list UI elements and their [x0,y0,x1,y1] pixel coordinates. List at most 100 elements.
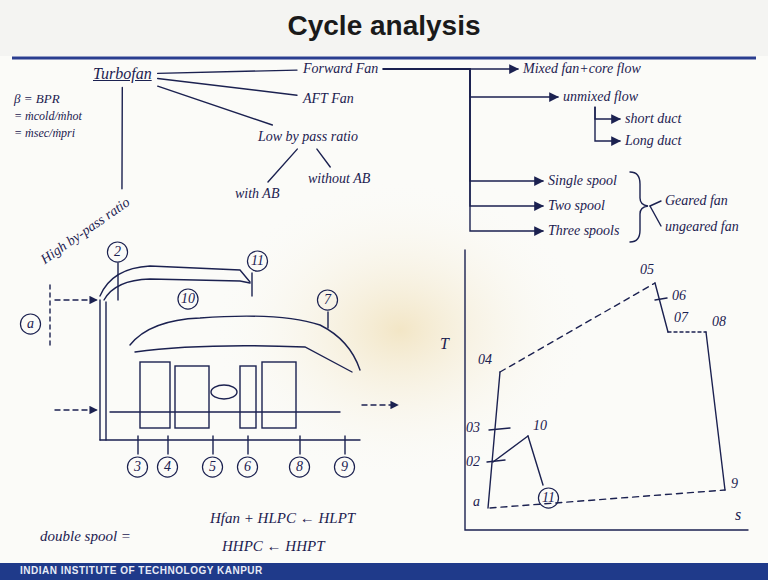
note-text: β = BPR [14,92,60,107]
hp-compressor [175,366,209,428]
combustor [211,385,237,399]
note-text: 10 [533,418,547,434]
tree-item: Two spool [545,197,608,215]
note-text: T [440,335,449,353]
station-line [167,436,168,454]
station-circle [127,457,147,477]
tree-text: Low by pass ratio [258,129,358,144]
station-line [137,436,138,454]
station-circle [157,457,177,477]
sketch-part [20,242,558,508]
station-number: 10 [181,291,195,307]
tree-item: Three spools [545,222,622,240]
connector [121,87,123,188]
tree-text: Three spools [548,223,619,238]
tree-item: without AB [305,170,373,188]
engine-base [100,439,360,440]
connector [317,149,330,167]
station-number: 6 [244,459,251,475]
station-number: a [27,316,34,332]
note-text: 04 [478,352,492,368]
note-text: Hfan + HLPC ← HLPT [210,510,355,527]
compression-line [488,372,500,508]
flow-arrow [362,404,398,405]
station-line [49,285,50,345]
tree-item: with AB [232,185,282,203]
station-circle [247,251,267,271]
station-circle [538,488,558,508]
header-rule [12,57,756,60]
station-circle [107,242,127,262]
station-number: 8 [296,459,303,475]
combustion-line [500,283,655,372]
note-text: 03 [466,420,480,436]
tree-text: Single spool [548,173,617,188]
station-circle [20,314,40,334]
footer-text: INDIAN INSTITUTE OF TECHNOLOGY KANPUR [20,565,263,577]
flow-arrow [55,299,97,300]
tree-text: Mixed fan+core flow [523,61,641,76]
tree-item: Single spool [545,172,620,190]
note-text: = ṁcold/ṁhot [14,110,82,124]
tree-text: Two spool [548,198,605,213]
tree-text: Forward Fan [303,61,378,76]
note-text: HHPC ← HHPT [222,538,325,555]
station-number: 4 [164,459,171,475]
tree-item: Turbofan [90,64,155,84]
tree-item: AFT Fan [300,90,357,108]
fan-blade [105,302,106,440]
station-line [251,273,252,296]
brace-line [650,206,661,226]
station-line [327,312,328,328]
note-text: s [735,506,741,524]
note-text: 08 [712,314,726,330]
tree-item: unmixed flow [560,88,641,106]
station-line [212,436,213,454]
heat-rejection-line [490,490,725,508]
mixing-line [668,331,706,332]
note-text: 07 [674,310,688,326]
station-circle [237,457,257,477]
note-text: = ṁsec/ṁpri [14,127,75,141]
note-text: a [473,494,480,510]
fan-line [493,436,528,462]
station-line [247,436,248,454]
note-text: 02 [466,454,480,470]
tree-item: ungeared fan [662,218,742,236]
connector [268,149,297,182]
tree-item: Forward Fan [300,60,381,78]
station-circle [317,290,337,310]
station-circle [334,457,354,477]
station-line [344,436,345,454]
tree-text: ungeared fan [665,219,739,234]
tree-item: Low by pass ratio [255,128,361,146]
tree-text: without AB [308,171,370,186]
sketch-part [50,172,748,530]
expansion-line [655,283,668,332]
brace-line [650,201,661,206]
tree-item: Geared fan [662,192,731,210]
station-number: 9 [341,459,348,475]
note-text: 06 [672,288,686,304]
hp-turbine [240,366,256,428]
station-number: 2 [114,244,121,260]
tree-text: with AB [235,186,279,201]
connector [383,69,543,206]
tree-item: short duct [622,110,684,128]
station-number: 11 [542,490,555,506]
station-line [299,436,300,454]
footer-band [0,563,768,580]
note-text: 05 [640,262,654,278]
lp-compressor [140,362,170,428]
state-tick [655,298,667,300]
background-glow [210,180,590,480]
station-number: 11 [251,253,264,269]
station-circle [202,457,222,477]
connector [595,107,620,119]
nacelle-inner [104,279,250,300]
station-line [117,263,118,300]
station-circle [289,457,309,477]
